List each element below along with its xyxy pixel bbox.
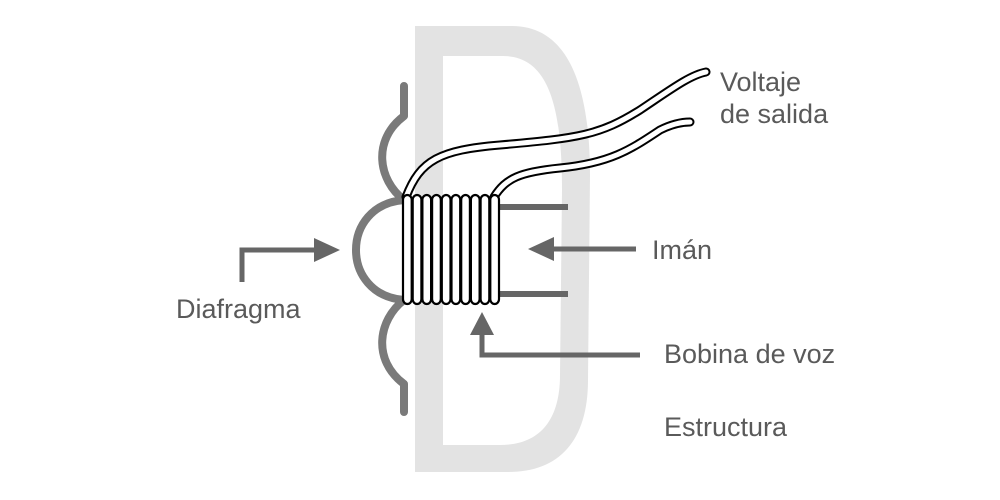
output-wires <box>401 67 711 202</box>
bobina-arrow <box>470 312 640 358</box>
diafragma-arrow <box>239 238 340 282</box>
coil-turn <box>479 193 491 306</box>
coil-turn <box>489 193 501 306</box>
estructura-frame <box>415 26 590 472</box>
label-voltaje-de-salida: Voltaje de salida <box>720 66 828 130</box>
bobina-coil <box>401 193 501 306</box>
label-bobina-de-voz: Bobina de voz <box>664 339 836 369</box>
coil-turn <box>460 193 472 306</box>
diafragma-shape <box>352 82 408 416</box>
coil-turn <box>411 193 423 306</box>
iman-arrow <box>528 237 636 261</box>
label-diafragma: Diafragma <box>176 294 301 324</box>
coil-turn <box>440 193 452 306</box>
label-iman: Imán <box>652 235 713 265</box>
label-voltaje-line1: Voltaje <box>720 67 802 97</box>
coil-turn <box>450 193 462 306</box>
coil-turn <box>431 193 442 306</box>
coil-turn <box>401 193 413 306</box>
label-voltaje-line2: de salida <box>720 99 829 129</box>
coil-turn <box>421 193 433 306</box>
coil-turn <box>469 193 481 306</box>
label-estructura: Estructura <box>664 412 788 442</box>
